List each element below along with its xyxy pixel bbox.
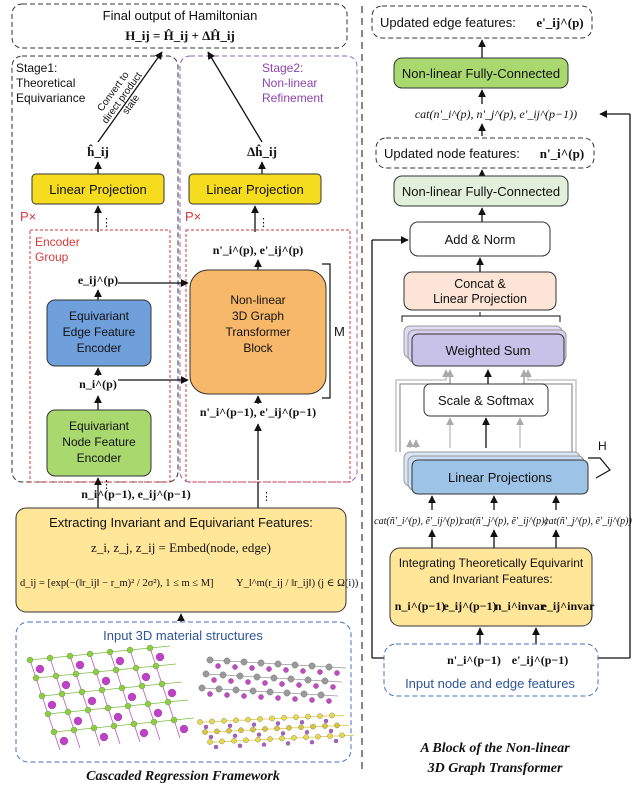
stage2-label-3: Refinement <box>262 91 324 105</box>
svg-text:n'_i^(p): n'_i^(p) <box>540 146 584 161</box>
svg-text:Block: Block <box>243 341 273 355</box>
nl-fully-connected-top <box>393 57 569 89</box>
transformer-group-box <box>185 229 351 483</box>
n-e-prime-p-label: n'_i^(p), e'_ij^(p) <box>213 243 304 257</box>
encoder-group-label-2: Group <box>35 250 69 264</box>
stage1-label-2: Theoretical <box>16 76 75 90</box>
right-caption-1: A Block of the Non-linear <box>419 741 570 756</box>
svg-text:Non-linear Fully-Connected: Non-linear Fully-Connected <box>402 184 560 199</box>
add-norm-box <box>409 221 551 257</box>
delta-h-hat-label: Δĥ_ij <box>247 144 277 159</box>
svg-text:n_i^invar: n_i^invar <box>495 599 546 613</box>
svg-text:Y_l^m(r_ij / ‖r_ij‖) (j ∈ Ω(i): Y_l^m(r_ij / ‖r_ij‖) (j ∈ Ω(i)) <box>236 578 359 589</box>
svg-text:n_i^(p−1): n_i^(p−1) <box>395 599 445 613</box>
svg-text:Equivariant: Equivariant <box>69 309 130 323</box>
svg-text:Node Feature: Node Feature <box>62 435 136 449</box>
svg-text:⋮: ⋮ <box>261 491 272 503</box>
m-label: M <box>334 324 345 339</box>
p-times-left: P× <box>20 209 36 224</box>
svg-text:Updated edge features:: Updated edge features: <box>380 15 516 30</box>
input-node-edge-box <box>383 643 599 697</box>
svg-text:Integrating Theoretically Equi: Integrating Theoretically Equivarint <box>399 556 584 570</box>
stage2-label-1: Stage2: <box>262 61 303 75</box>
svg-text:Scale & Softmax: Scale & Softmax <box>438 393 535 408</box>
updated-node-box <box>375 137 595 169</box>
scale-softmax-box <box>423 383 549 417</box>
svg-text:Add & Norm: Add & Norm <box>445 232 516 247</box>
svg-text:⋮: ⋮ <box>101 217 112 229</box>
svg-text:e'_ij^(p−1): e'_ij^(p−1) <box>512 653 568 667</box>
svg-text:⋮: ⋮ <box>101 479 112 491</box>
linear-projection-left <box>31 173 165 205</box>
n-e-prime-p1-label: n'_i^(p−1), e'_ij^(p−1) <box>200 405 316 419</box>
linear-projections-box <box>411 459 589 495</box>
e-ij-p-label: e_ij^(p) <box>78 273 118 287</box>
linear-projection-right <box>188 173 322 205</box>
svg-text:Extracting Invariant and Equiv: Extracting Invariant and Equivariant Fea… <box>49 515 313 530</box>
weighted-sum-box <box>411 333 565 367</box>
stage1-label-3: Equivariance <box>16 91 86 105</box>
encoder-group-label-1: Encoder <box>35 235 80 249</box>
cat-input-2: cat(ñ'_j^(p), ẽ'_ij^(p)) <box>460 516 548 527</box>
left-caption: Cascaded Regression Framework <box>86 769 280 784</box>
final-output-equation: H_ij = Ĥ_ij + ΔĤ_ij <box>125 28 235 43</box>
svg-text:Non-linear: Non-linear <box>230 293 285 307</box>
stage1-label-1: Stage1: <box>16 61 57 75</box>
svg-text:Linear Projection: Linear Projection <box>433 292 527 306</box>
concat-linear-box <box>403 271 557 311</box>
input-structures-label: Input 3D material structures <box>103 628 263 643</box>
svg-text:Encoder: Encoder <box>77 341 122 355</box>
n-e-p1-label: n_i^(p−1), e_ij^(p−1) <box>81 487 191 501</box>
integrating-features-box <box>389 547 593 627</box>
svg-text:and Invariant Features:: and Invariant Features: <box>429 572 552 586</box>
svg-text:Linear Projections: Linear Projections <box>448 470 553 485</box>
svg-text:Edge Feature: Edge Feature <box>63 325 136 339</box>
p-times-right: P× <box>185 209 201 224</box>
stage2-label-2: Non-linear <box>262 76 317 90</box>
svg-text:3D Graph: 3D Graph <box>232 309 284 323</box>
svg-text:Non-linear Fully-Connected: Non-linear Fully-Connected <box>402 66 560 81</box>
svg-text:Concat &: Concat & <box>454 277 506 291</box>
svg-text:Encoder: Encoder <box>77 451 122 465</box>
linear-projection-right-label: Linear Projection <box>206 182 304 197</box>
equivariant-edge-encoder <box>46 299 152 367</box>
input-structures-box <box>15 621 352 763</box>
h-label: H <box>598 439 607 453</box>
linear-projection-left-label: Linear Projection <box>49 182 147 197</box>
extract-features-box <box>15 507 347 613</box>
svg-text:z_i, z_j, z_ij = Embed(node, e: z_i, z_j, z_ij = Embed(node, edge) <box>91 540 271 555</box>
svg-text:Input node and edge features: Input node and edge features <box>405 676 575 691</box>
final-output-box: Final output of Hamiltonian H_ij = Ĥ_ij … <box>11 3 348 49</box>
svg-text:Transformer: Transformer <box>226 325 291 339</box>
svg-text:Updated node features:: Updated node features: <box>384 146 520 161</box>
svg-text:Weighted Sum: Weighted Sum <box>445 343 530 358</box>
svg-text:e'_ij^(p): e'_ij^(p) <box>536 15 583 30</box>
equivariant-node-encoder <box>46 409 152 477</box>
transformer-block <box>189 269 327 395</box>
h-hat-label: ĥ_ij <box>87 144 109 159</box>
nl-fully-connected-second <box>393 175 569 207</box>
svg-text:e_ij^invar: e_ij^invar <box>542 599 596 613</box>
crystal-structures-image <box>26 644 354 751</box>
svg-text:Equivariant: Equivariant <box>69 419 130 433</box>
cat-input-3: cat(ñ'_j^(p), ẽ'_ij^(p)) <box>544 516 632 527</box>
svg-text:d_ij = [exp(−(‖r_ij‖ − r_m)² /: d_ij = [exp(−(‖r_ij‖ − r_m)² / 2σ²), 1 ≤… <box>20 578 214 589</box>
right-caption-2: 3D Graph Transformer <box>427 761 563 776</box>
n-i-p-label: n_i^(p) <box>79 377 117 391</box>
svg-text:⋮: ⋮ <box>258 217 269 229</box>
cat-input-1: cat(ñ'_i^(p), ẽ'_ij^(p)) <box>374 516 462 527</box>
svg-text:e_ij^(p−1): e_ij^(p−1) <box>443 599 496 613</box>
cat-top-label: cat(n'_i^(p), n'_j^(p), e'_ij^(p−1)) <box>415 107 577 121</box>
updated-edge-box <box>371 5 593 39</box>
svg-text:n'_i^(p−1): n'_i^(p−1) <box>447 653 501 667</box>
final-output-title: Final output of Hamiltonian <box>103 8 258 23</box>
